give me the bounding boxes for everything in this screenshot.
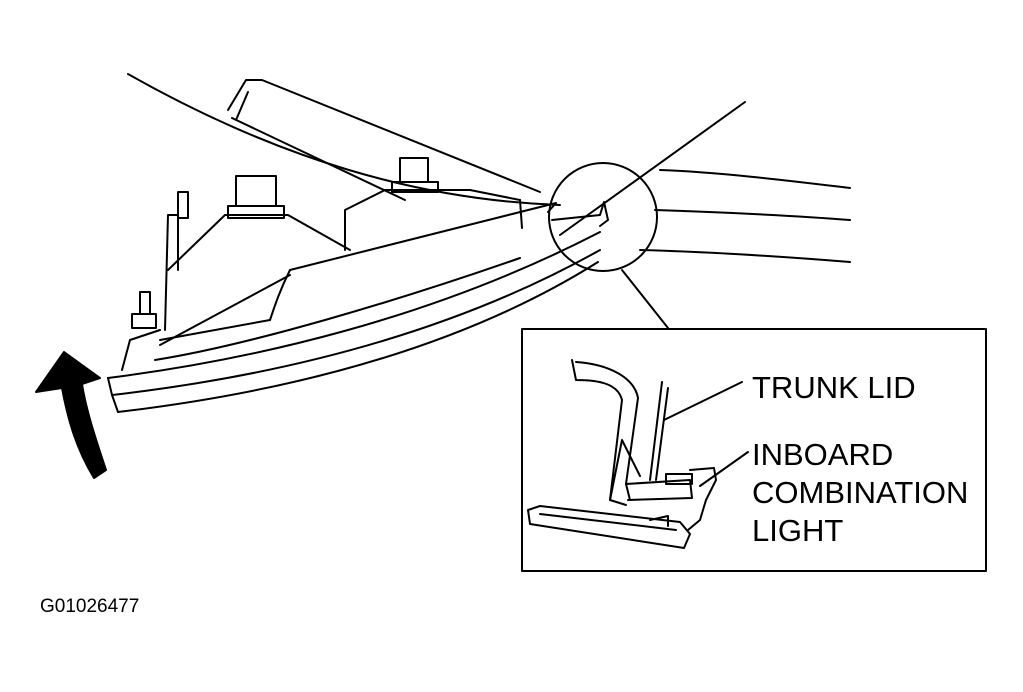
bulb-socket-right — [392, 158, 438, 192]
inboard-combination-light-label-line-1: INBOARD — [752, 437, 894, 472]
detail-leader — [622, 270, 668, 328]
trunk-lid-hook — [552, 202, 608, 226]
trunk-lid-leader — [664, 382, 742, 420]
bulb-socket-left — [228, 176, 284, 218]
mounting-stud-lower — [132, 292, 156, 328]
detail-circle — [549, 163, 657, 271]
inboard-combination-light-label-line-2: COMBINATION — [752, 475, 969, 510]
inset-detail-drawing — [528, 360, 716, 548]
figure-id: G01026477 — [40, 596, 140, 617]
trunk-lid-body — [128, 74, 850, 262]
mounting-stud-upper — [178, 192, 188, 218]
combination-light-housing — [108, 190, 600, 412]
inboard-combination-light-label: INBOARD COMBINATION LIGHT — [752, 436, 968, 550]
detail-inset-frame — [522, 329, 986, 571]
inboard-light-leader — [700, 452, 748, 486]
trunk-lid-edge — [560, 102, 745, 235]
curved-arrow-up-icon — [36, 352, 106, 478]
trunk-lid-label: TRUNK LID — [752, 370, 916, 405]
inboard-combination-light-label-line-3: LIGHT — [752, 513, 844, 548]
